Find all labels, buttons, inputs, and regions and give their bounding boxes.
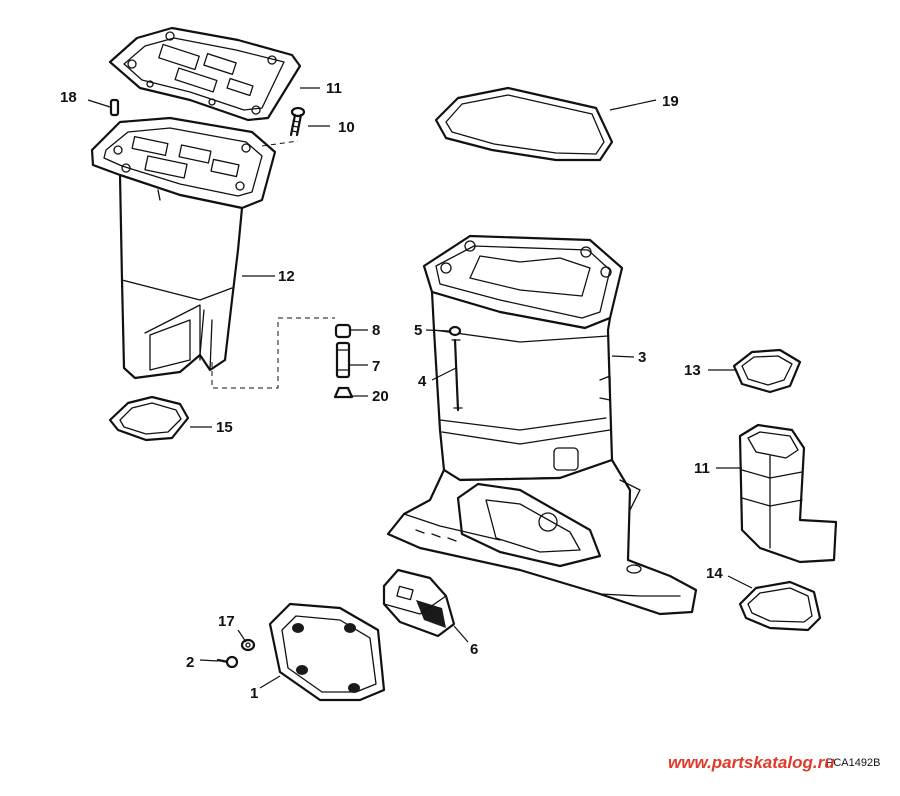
pad-part-6 — [382, 568, 456, 638]
tube-part-7 — [335, 341, 351, 379]
callout-1: 1 — [250, 685, 258, 702]
alignment-line-top — [261, 140, 299, 147]
callout-18: 18 — [60, 89, 77, 106]
gasket-part-14 — [738, 580, 822, 632]
nut-part-5 — [448, 325, 462, 337]
washer-part-17 — [240, 638, 256, 652]
callout-9: 10 — [338, 119, 355, 136]
stud-part-4 — [451, 338, 463, 412]
callout-5: 5 — [414, 322, 422, 339]
gasket-part-13 — [732, 348, 802, 394]
callout-15: 15 — [216, 419, 233, 436]
callout-8: 8 — [372, 322, 380, 339]
screw-part-2 — [216, 655, 239, 669]
callout-10: 11 — [326, 80, 342, 97]
cover-part-1 — [268, 602, 386, 702]
callout-13: 13 — [684, 362, 701, 379]
callout-7: 7 — [372, 358, 380, 375]
callout-2: 2 — [186, 654, 194, 671]
callout-4: 4 — [418, 373, 427, 390]
seal-part-11 — [738, 423, 838, 564]
callout-17: 17 — [218, 613, 235, 630]
callout-19: 19 — [662, 93, 679, 110]
callout-6: 6 — [470, 641, 478, 658]
gasket-part-10 — [108, 26, 302, 122]
leader-lines — [87, 87, 753, 689]
callout-12: 12 — [278, 268, 295, 285]
dowel-stack-parts-8-7-20 — [333, 323, 354, 399]
callout-20: 20 — [372, 388, 389, 405]
ring-part-20 — [333, 386, 354, 399]
reference-code: PCA1492B — [826, 757, 880, 769]
bushing-part-8 — [334, 323, 352, 339]
gasket-part-15 — [108, 395, 190, 442]
screw-part-9 — [289, 106, 306, 137]
adapter-part-12 — [90, 116, 277, 380]
alignment-line — [211, 317, 335, 389]
housing-part-3 — [386, 234, 698, 616]
gasket-part-19 — [434, 86, 614, 162]
callout-11: 11 — [694, 460, 710, 477]
callout-labels: 11 10 18 12 15 8 7 20 19 5 4 3 13 11 14 … — [60, 80, 723, 702]
watermark-link[interactable]: www.partskatalog.ru — [668, 753, 835, 772]
callout-3: 3 — [638, 349, 646, 366]
pin-part-18 — [109, 98, 120, 117]
callout-14: 14 — [706, 565, 723, 582]
